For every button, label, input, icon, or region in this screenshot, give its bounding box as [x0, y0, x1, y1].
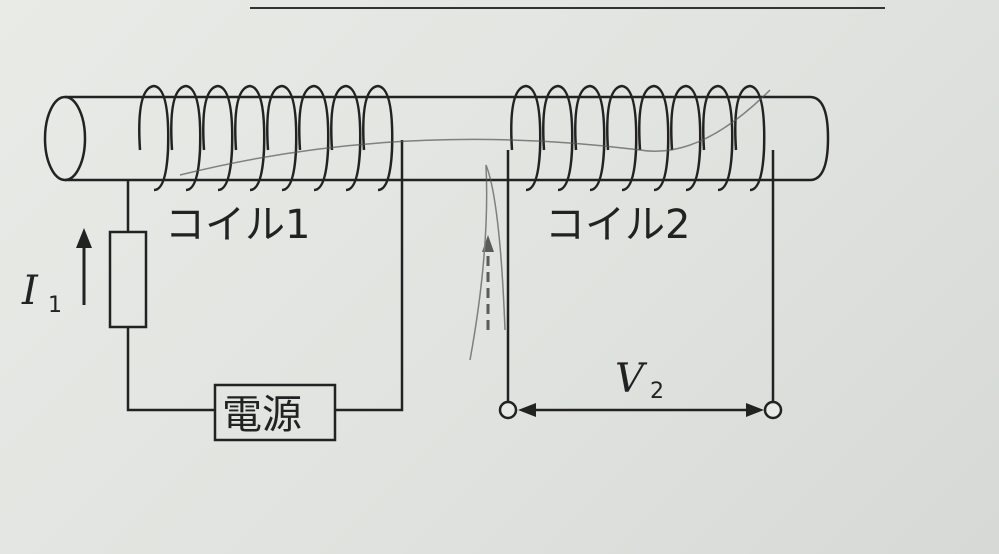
current-label: I	[21, 268, 39, 314]
terminal-left	[498, 400, 518, 420]
coil-2-label: コイル2	[545, 202, 690, 248]
coil-turn	[670, 84, 702, 192]
coil-turn	[202, 84, 234, 192]
secondary-circuit	[498, 150, 783, 420]
coil-turn	[510, 84, 542, 192]
current-subscript: 1	[48, 293, 62, 318]
power-source-label: 電源	[222, 392, 302, 438]
current-arrow-icon	[76, 228, 92, 305]
coil-turn	[362, 84, 394, 192]
coil-turn	[138, 84, 170, 192]
power-source-box	[213, 383, 337, 442]
coil-1-label: コイル1	[165, 202, 310, 248]
coil-turn	[330, 84, 362, 192]
coil-turn	[298, 84, 330, 192]
coil-turn	[702, 84, 734, 192]
primary-circuit	[108, 140, 404, 442]
coil-turn	[606, 84, 638, 192]
voltage-subscript: 2	[650, 379, 664, 404]
coil-turn	[542, 84, 574, 192]
pencil-annotation	[179, 89, 771, 361]
coil-turn	[734, 84, 766, 192]
voltage-label: V	[615, 356, 648, 402]
coil-turn	[574, 84, 606, 192]
coil-turn	[170, 84, 202, 192]
terminal-right	[763, 400, 783, 420]
coil-turn	[638, 84, 670, 192]
iron-rod	[43, 95, 830, 182]
coil-turn	[266, 84, 298, 192]
coil-2	[510, 84, 766, 192]
voltage-arrow-icon	[518, 403, 764, 417]
resistor	[108, 230, 148, 329]
coil-turn	[234, 84, 266, 192]
coil-1	[138, 84, 394, 192]
